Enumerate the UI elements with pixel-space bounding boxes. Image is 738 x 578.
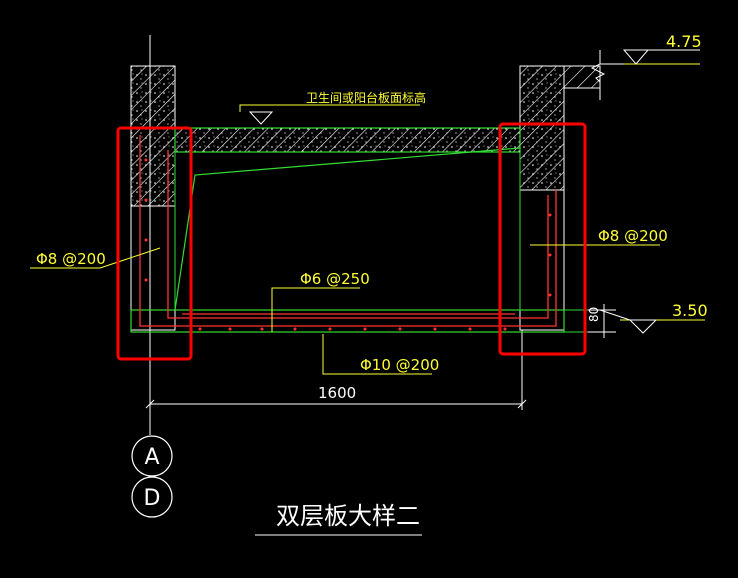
width-dimension xyxy=(145,399,527,409)
thickness-dimension-label: 80 xyxy=(587,307,601,322)
axis-bubble-d xyxy=(131,476,173,518)
axis-bubble-a xyxy=(131,435,173,477)
elev-bottom-triangle xyxy=(628,319,658,334)
highlight-box-left xyxy=(116,126,193,361)
elev-bottom-mark xyxy=(599,309,631,321)
rebar-bottom-label: Φ10 @200 xyxy=(360,356,439,374)
floor-elev-triangle xyxy=(248,111,274,125)
elevation-bottom-value: 3.50 xyxy=(672,301,708,320)
elevation-top-value: 4.75 xyxy=(666,32,702,51)
highlight-box-right xyxy=(498,122,587,356)
right-wall xyxy=(519,65,601,331)
left-wall xyxy=(130,65,176,331)
leaders xyxy=(30,63,705,375)
top-slab xyxy=(174,127,521,153)
rebar-right-label: Φ8 @200 xyxy=(598,227,668,245)
slope-line xyxy=(174,147,521,311)
rebar-dots xyxy=(144,158,552,331)
elev-top-triangle xyxy=(622,49,650,65)
rebar-mid-label: Φ6 @250 xyxy=(300,270,370,288)
width-dimension-label: 1600 xyxy=(318,384,356,402)
thickness-dimension xyxy=(588,304,616,338)
floor-elevation-label: 卫生间或阳台板面标高 xyxy=(306,90,426,105)
rebar-lines xyxy=(139,135,557,327)
axis-label-d: D xyxy=(144,486,161,511)
rebar-left-label: Φ8 @200 xyxy=(36,250,106,268)
drawing-title: 双层板大样二 xyxy=(276,502,420,530)
axis-label-a: A xyxy=(144,445,159,470)
